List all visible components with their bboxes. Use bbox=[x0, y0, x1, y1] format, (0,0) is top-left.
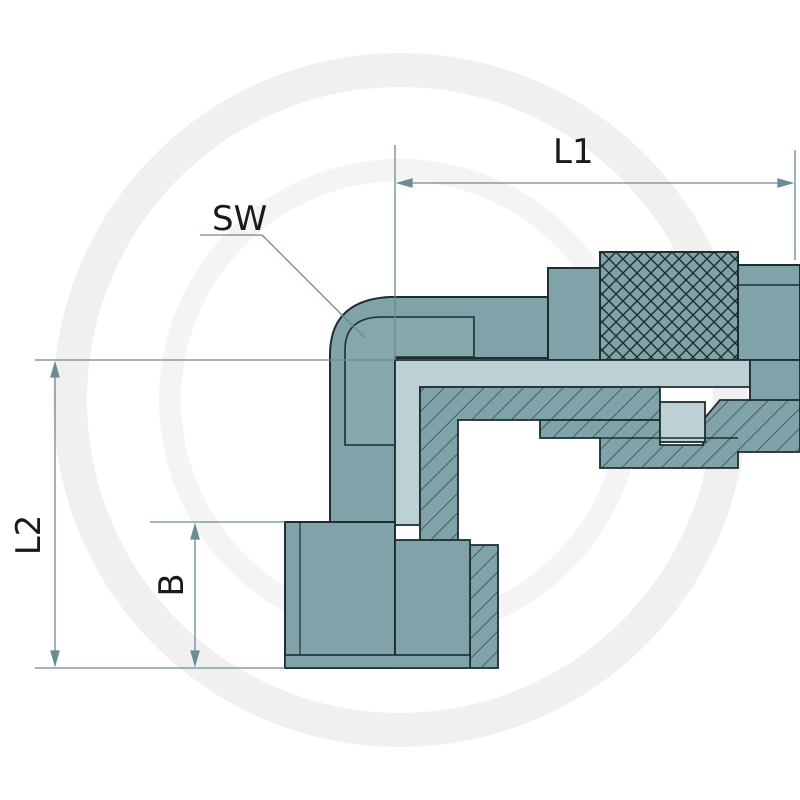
swivel-nut-base bbox=[284, 654, 471, 669]
elbow-inner-face bbox=[344, 316, 475, 446]
sw-label: SW bbox=[212, 199, 267, 239]
l1-label: L1 bbox=[553, 132, 594, 172]
cutting-ring bbox=[659, 401, 706, 443]
dimension-lines bbox=[35, 145, 796, 669]
b-label: B bbox=[152, 573, 192, 596]
swivel-nut bbox=[284, 521, 396, 669]
pipe-end-section bbox=[749, 359, 800, 401]
body-nut-hex bbox=[547, 267, 601, 361]
swivel-nut-bore bbox=[394, 539, 471, 669]
pipe-end-upper bbox=[737, 264, 800, 361]
l2-label: L2 bbox=[9, 515, 49, 556]
knurled-nut bbox=[599, 251, 739, 361]
